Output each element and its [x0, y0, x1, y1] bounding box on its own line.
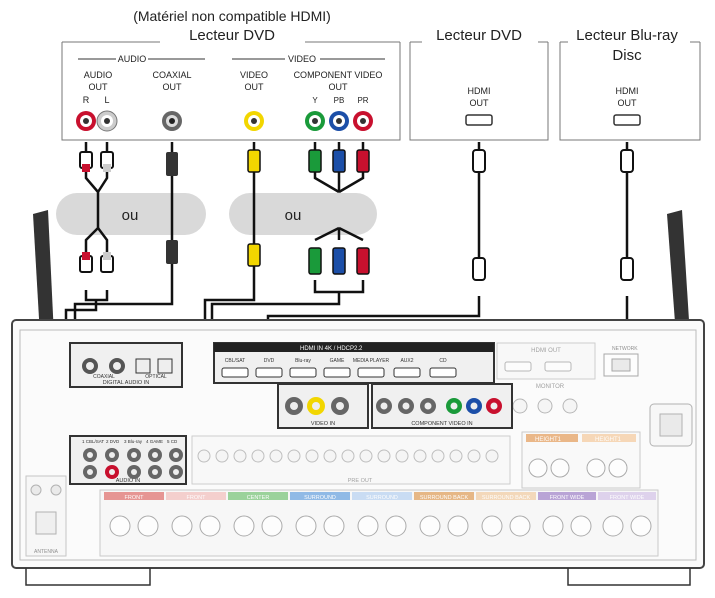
speaker-label-1: FRONT: [125, 495, 145, 501]
pre-out-label: PRE OUT: [348, 478, 373, 484]
comp-pb-label: PB: [334, 96, 345, 105]
or-bubble-video: ou: [229, 193, 377, 235]
hdmi-out-section: HDMI OUT MONITOR: [496, 342, 596, 414]
height-speakers: HEIGHT1 HEIGHT1: [521, 431, 641, 489]
audio-r-jack: [76, 111, 96, 131]
video-plugs: [247, 149, 261, 267]
bluray-out-1: HDMI: [616, 86, 639, 96]
legacy-dvd-title: Lecteur DVD: [189, 27, 275, 44]
height-label-2: HEIGHT1: [595, 437, 622, 443]
audio-in-slot-5: 5 CD: [167, 439, 178, 444]
audio-l-jack: [96, 110, 118, 132]
bluray-hdmi-port: [613, 114, 641, 126]
audio-in-jacks: [83, 448, 183, 479]
audio-in-slot-4: 4 GAME: [146, 439, 163, 444]
hdmi-dvd-player: Lecteur DVD HDMI OUT: [409, 27, 549, 141]
hdmi-in-4: GAME: [330, 358, 345, 364]
component-out-label-1: COMPONENT VIDEO: [294, 70, 383, 80]
coaxial-jack: [162, 111, 182, 131]
component-y-jack: [305, 111, 325, 131]
speaker-label-5: SURROUND: [366, 495, 398, 501]
hdmi-dvd-out-1: HDMI: [468, 86, 491, 96]
av-receiver: HDMI IN 4K / HDCP2.2 CBL/SAT DVD Blu-ray…: [11, 210, 705, 586]
digital-audio-in-label: DIGITAL AUDIO IN: [103, 380, 149, 386]
hdmi-dvd-port: [465, 114, 493, 126]
optical-in-label: OPTICAL: [145, 374, 167, 380]
or-bubble-audio: ou: [56, 193, 206, 235]
antenna-label: ANTENNA: [34, 549, 59, 555]
hdmi-in-header: HDMI IN 4K / HDCP2.2: [300, 346, 363, 352]
coaxial-plugs: [166, 152, 178, 264]
speaker-label-2: FRONT: [187, 495, 207, 501]
video-in-label: VIDEO IN: [311, 421, 335, 427]
speaker-label-8: FRONT WIDE: [550, 495, 585, 501]
legacy-dvd-player: (Matériel non compatible HDMI) Lecteur D…: [61, 8, 401, 141]
legacy-dvd-note: (Matériel non compatible HDMI): [133, 8, 331, 24]
coaxial-out-label-2: OUT: [163, 82, 183, 92]
component-plugs: [308, 149, 370, 275]
hdmi-in-3: Blu-ray: [295, 358, 311, 364]
optical-in-jacks: [135, 358, 173, 374]
bluray-out-2: OUT: [618, 98, 638, 108]
speaker-label-9: FRONT WIDE: [610, 495, 645, 501]
monitor-label: MONITOR: [536, 384, 565, 390]
speaker-label-4: SURROUND: [304, 495, 336, 501]
audio-out-label-1: AUDIO: [84, 70, 113, 80]
component-out-label-2: OUT: [329, 82, 349, 92]
audio-l-label: L: [104, 95, 109, 105]
audio-in-slot-1: 1 CBL/SAT: [82, 439, 104, 444]
hdmi-in-7: CD: [439, 358, 447, 364]
hdmi-in-ports: [221, 367, 457, 378]
coaxial-in-jacks: [82, 358, 125, 374]
audio-in-label: AUDIO IN: [116, 478, 140, 484]
fm-am-antenna-section: ANTENNA: [25, 475, 67, 557]
hdmi-in-1: CBL/SAT: [225, 358, 245, 364]
coaxial-out-label-1: COAXIAL: [152, 70, 191, 80]
pre-out-section: PRE OUT: [191, 435, 511, 485]
hdmi-in-6: AUX2: [400, 358, 413, 364]
or-label-video: ou: [285, 207, 302, 224]
video-out-label-1: VIDEO: [240, 70, 268, 80]
hdmi-in-5: MEDIA PLAYER: [353, 358, 390, 364]
audio-group-label: AUDIO: [118, 54, 147, 64]
ac-inlet-icon: [649, 403, 693, 447]
speaker-label-6: SURROUND BACK: [420, 495, 469, 501]
height-label-1: HEIGHT1: [535, 437, 562, 443]
audio-in-slot-3: 3 Blu-ray: [124, 439, 143, 444]
hdmi-dvd-out-2: OUT: [470, 98, 490, 108]
hdmi-plugs: [472, 149, 634, 281]
component-in-jacks: [376, 398, 502, 414]
network-section: NETWORK: [603, 346, 639, 377]
component-pb-jack: [329, 111, 349, 131]
audio-r-label: R: [83, 95, 90, 105]
bluray-title-1: Lecteur Blu-ray: [576, 27, 678, 44]
speaker-label-3: CENTER: [247, 495, 270, 501]
coaxial-in-label: COAXIAL: [93, 374, 115, 380]
bluray-player: Lecteur Blu-ray Disc HDMI OUT: [559, 27, 701, 141]
speaker-terminals: FRONT FRONT CENTER SURROUND SURROUND SUR…: [99, 489, 659, 557]
speaker-label-7: SURROUND BACK: [482, 495, 531, 501]
hdmi-dvd-title: Lecteur DVD: [436, 27, 522, 44]
component-video-in-label: COMPONENT VIDEO IN: [411, 421, 472, 427]
audio-out-label-2: OUT: [89, 82, 109, 92]
hdmi-in-2: DVD: [264, 358, 275, 364]
video-out-label-2: OUT: [245, 82, 265, 92]
video-group-label: VIDEO: [288, 54, 316, 64]
bluray-title-2: Disc: [612, 47, 642, 64]
component-pr-jack: [353, 111, 373, 131]
hdmi-out-label: HDMI OUT: [531, 348, 561, 354]
rca-plugs-top: [79, 151, 114, 273]
or-label-audio: ou: [122, 207, 139, 224]
audio-in-slot-2: 2 DVD: [106, 439, 120, 444]
video-in-jacks: [285, 397, 349, 415]
video-jack: [244, 111, 264, 131]
network-label: NETWORK: [612, 346, 638, 352]
comp-pr-label: PR: [357, 96, 368, 105]
comp-y-label: Y: [312, 96, 318, 105]
